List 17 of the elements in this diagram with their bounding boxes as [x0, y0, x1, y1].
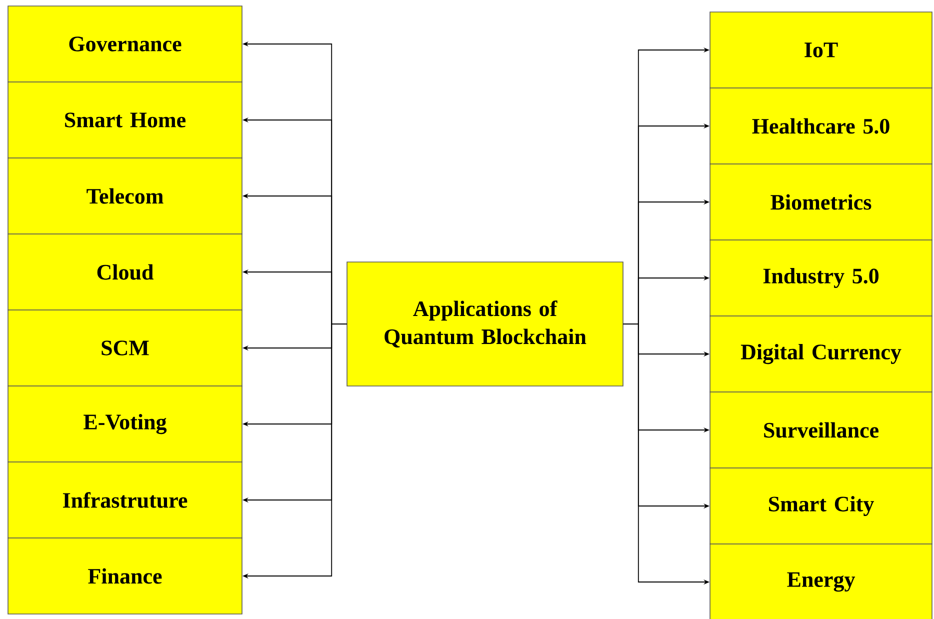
topic-box: SCM: [8, 310, 242, 386]
topic-box: Industry 5.0: [710, 240, 932, 316]
topic-box: Finance: [8, 538, 242, 614]
topic-box: IoT: [710, 12, 932, 88]
topic-box: Infrastruture: [8, 462, 242, 538]
topic-box: Digital Currency: [710, 316, 932, 392]
topic-box: Governance: [8, 6, 242, 82]
topic-box: E-Voting: [8, 386, 242, 462]
topic-box: Surveillance: [710, 392, 932, 468]
topic-box: Smart Home: [8, 82, 242, 158]
topic-box: Telecom: [8, 158, 242, 234]
topic-box: Smart City: [710, 468, 932, 544]
topic-box: Biometrics: [710, 164, 932, 240]
topic-box: Energy: [710, 544, 932, 619]
topic-box: Cloud: [8, 234, 242, 310]
central-box: Applications of Quantum Blockchain: [346, 262, 624, 386]
topic-box: Healthcare 5.0: [710, 88, 932, 164]
